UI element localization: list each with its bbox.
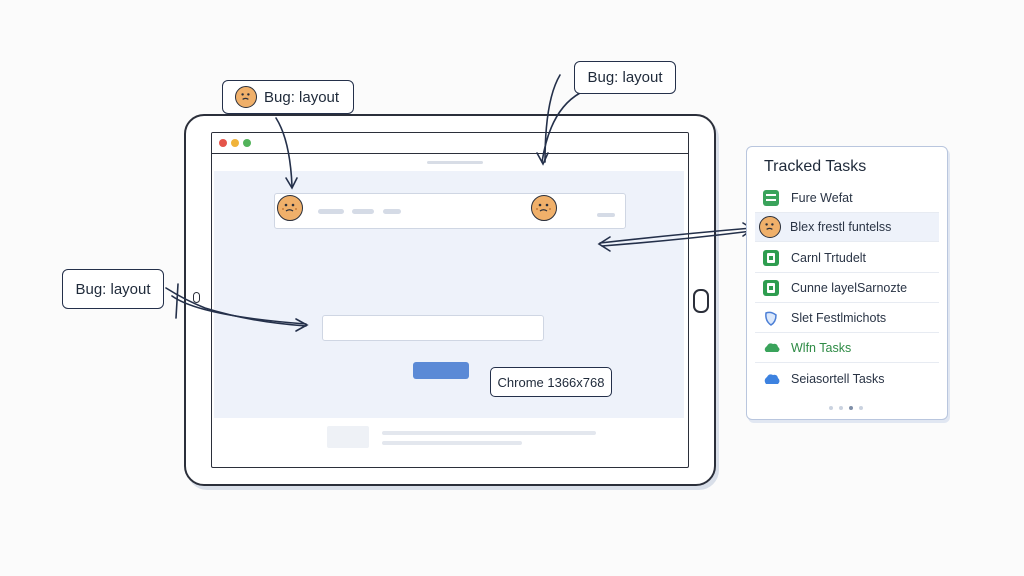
resolution-label: Chrome 1366x768 [490,367,612,397]
task-label: Blex frestl funtelss [790,220,892,234]
footer-image-placeholder [327,426,369,448]
task-row[interactable]: Cunne layelSarnozte [755,274,939,303]
browser-window [211,132,689,468]
resolution-text: Chrome 1366x768 [497,374,605,390]
task-row[interactable]: Seiasortell Tasks [755,364,939,393]
sheet-icon [763,190,779,206]
bug-face-icon [759,216,781,238]
cloud-icon [763,340,780,356]
home-button[interactable] [693,289,709,313]
sheet-icon [763,250,779,266]
panel-title: Tracked Tasks [764,158,867,175]
tracked-tasks-panel: Tracked Tasks Fure Wefat Blex frestl fun… [746,146,948,420]
pagination-dots [829,406,863,410]
bug-callout-left[interactable]: Bug: layout [62,269,164,309]
page-dot-current[interactable] [849,406,853,410]
minimize-window-dot[interactable] [231,139,239,147]
task-label: Wlfn Tasks [791,341,852,355]
nav-placeholder [597,213,615,217]
close-window-dot[interactable] [219,139,227,147]
task-label: Seiasortell Tasks [791,371,885,386]
cloud-icon [763,371,780,387]
bug-face-icon[interactable] [531,195,557,221]
submit-button[interactable] [413,362,469,379]
page-dot[interactable] [859,406,863,410]
task-row[interactable]: Wlfn Tasks [755,334,939,363]
task-label: Cunne layelSarnozte [791,281,908,295]
task-row[interactable]: Slet Festlmichots [755,304,939,333]
nav-placeholder [318,209,344,214]
sheet-icon [763,280,779,296]
task-label: Carnl Trtudelt [791,251,867,265]
browser-titlebar [212,133,688,154]
task-row-active[interactable]: Blex frestl funtelss [755,213,939,242]
shield-icon [763,310,779,326]
page-dot[interactable] [839,406,843,410]
bug-callout-top-left[interactable]: Bug: layout [222,80,354,114]
nav-placeholder [352,209,374,214]
address-bar[interactable] [427,161,483,164]
callout-label: Bug: layout [587,69,663,86]
nav-placeholder [383,209,401,214]
footer-text-line [382,431,596,435]
bug-face-icon[interactable] [277,195,303,221]
task-row[interactable]: Fure Wefat [755,184,939,213]
callout-label: Bug: layout [264,88,340,106]
bug-callout-top-right[interactable]: Bug: layout [574,61,676,94]
maximize-window-dot[interactable] [243,139,251,147]
page-dot[interactable] [829,406,833,410]
task-label: Fure Wefat [791,191,853,205]
task-label: Slet Festlmichots [791,311,887,325]
bug-face-icon [235,86,257,108]
footer-text-line [382,441,522,445]
text-input-field[interactable] [322,315,544,341]
camera-icon [193,292,200,303]
callout-label: Bug: layout [75,280,151,298]
task-row[interactable]: Carnl Trtudelt [755,244,939,273]
